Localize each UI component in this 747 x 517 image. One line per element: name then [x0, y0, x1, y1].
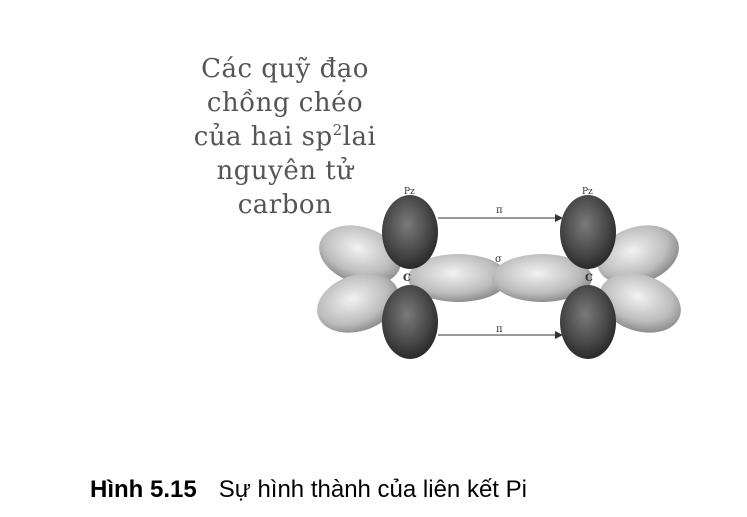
- p-orbital-left-bottom: [382, 285, 438, 359]
- pz-label-left: Pz: [404, 187, 415, 197]
- pz-label-right: Pz: [582, 187, 593, 197]
- overlay-line-3: của hai sp2lai: [193, 121, 377, 152]
- figure-caption: Hình 5.15 Sự hình thành của liên kết Pi: [90, 476, 527, 504]
- carbon-label-right: C: [585, 273, 593, 284]
- sp2-lobe-left-lower: [317, 273, 399, 333]
- p-orbital-right-top: [560, 195, 616, 269]
- sigma-label: σ: [495, 254, 502, 265]
- sp2-lobe-right-upper: [597, 225, 679, 285]
- pi-label-top: π: [496, 205, 503, 216]
- overlay-line-2: chồng chéo: [206, 88, 364, 118]
- figure-number: Hình 5.15: [90, 476, 197, 503]
- figure-title: Sự hình thành của liên kết Pi: [218, 476, 527, 503]
- sigma-lobe-right: [492, 254, 592, 302]
- sp2-lobe-right-lower: [599, 273, 681, 333]
- pi-label-bottom: π: [496, 324, 503, 335]
- carbon-label-left: C: [403, 273, 411, 284]
- sigma-lobe-left: [408, 254, 508, 302]
- overlay-line-4: nguyên tử: [216, 156, 354, 186]
- p-orbital-left-top: [382, 195, 438, 269]
- sp2-lobe-left-upper: [319, 225, 401, 285]
- overlay-line-1: Các quỹ đạo: [201, 54, 369, 84]
- orbital-overlap-caption: Các quỹ đạo chồng chéo của hai sp2lai ng…: [170, 52, 400, 222]
- overlay-line-5: carbon: [237, 190, 333, 220]
- p-orbital-right-bottom: [560, 285, 616, 359]
